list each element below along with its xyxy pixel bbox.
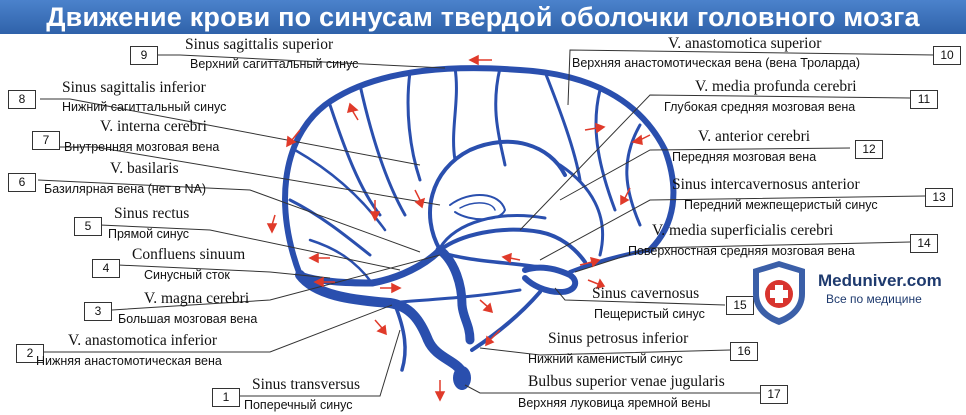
label-russian-2: Нижняя анастомотическая вена — [36, 354, 222, 368]
label-russian-15: Пещеристый синус — [594, 307, 705, 321]
diagram-title: Движение крови по синусам твердой оболоч… — [46, 2, 920, 32]
label-number-7: 7 — [32, 131, 60, 150]
label-russian-16: Нижний каменистый синус — [528, 352, 683, 366]
title-bar — [0, 0, 966, 34]
label-latin-2: V. anastomotica inferior — [68, 332, 218, 349]
label-russian-14: Поверхностная средняя мозговая вена — [628, 244, 855, 258]
label-russian-3: Большая мозговая вена — [118, 312, 258, 326]
label-latin-9: Sinus sagittalis superior — [185, 36, 334, 53]
label-latin-1: Sinus transversus — [252, 376, 361, 393]
label-number-1: 1 — [212, 388, 240, 407]
label-latin-7: V. interna cerebri — [100, 118, 207, 135]
label-russian-12: Передняя мозговая вена — [672, 150, 817, 164]
straight-sinus — [368, 246, 444, 287]
label-number-10: 10 — [933, 46, 961, 65]
cavernous-sinus — [522, 264, 579, 295]
transverse-sinus — [295, 270, 467, 390]
label-russian-5: Прямой синус — [108, 227, 190, 241]
label-number-12: 12 — [855, 140, 883, 159]
label-russian-8: Нижний сагиттальный синус — [62, 100, 227, 114]
label-russian-6: Базилярная вена (нет в NA) — [44, 182, 207, 196]
superficial-middle-vein — [568, 248, 652, 274]
label-latin-15: Sinus cavernosus — [592, 285, 700, 302]
label-number-5: 5 — [74, 217, 102, 236]
meduniver-logo: Meduniver.com Все по медицине — [748, 258, 958, 328]
label-russian-7: Внутренняя мозговая вена — [64, 140, 220, 154]
label-latin-13: Sinus intercavernosus anterior — [672, 176, 860, 193]
label-russian-11: Глубокая средняя мозговая вена — [664, 100, 856, 114]
shield-cross-icon — [753, 261, 805, 325]
label-number-9: 9 — [130, 46, 158, 65]
label-number-3: 3 — [84, 302, 112, 321]
superior-sagittal-sinus — [282, 65, 677, 278]
inferior-anastomotic-vein — [388, 288, 522, 305]
label-russian-13: Передний межпещеристый синус — [684, 198, 878, 212]
inferior-sagittal-sinus — [428, 139, 567, 252]
label-number-17: 17 — [760, 385, 788, 404]
label-latin-11: V. media profunda cerebri — [695, 78, 857, 95]
label-number-13: 13 — [925, 188, 953, 207]
label-number-15: 15 — [726, 296, 754, 315]
label-russian-4: Синусный сток — [144, 268, 230, 282]
label-latin-8: Sinus sagittalis inferior — [62, 79, 206, 96]
label-latin-10: V. anastomotica superior — [668, 35, 822, 52]
label-latin-4: Confluens sinuum — [132, 246, 246, 263]
label-number-14: 14 — [910, 234, 938, 253]
label-number-2: 2 — [16, 344, 44, 363]
label-number-8: 8 — [8, 90, 36, 109]
label-latin-3: V. magna cerebri — [144, 290, 250, 307]
label-russian-9: Верхний сагиттальный синус — [190, 57, 359, 71]
label-number-4: 4 — [92, 259, 120, 278]
label-russian-1: Поперечный синус — [244, 398, 353, 412]
label-number-6: 6 — [8, 173, 36, 192]
jugular-bulb — [453, 366, 471, 390]
label-latin-14: V. media superficialis cerebri — [652, 222, 834, 239]
logo-tagline: Все по медицине — [826, 292, 922, 306]
inferior-petrosal-sinus — [470, 290, 542, 352]
great-cerebral-vein — [435, 245, 475, 345]
anterior-cerebral-vein — [558, 163, 605, 257]
label-russian-10: Верхняя анастомотическая вена (вена Трол… — [572, 56, 861, 70]
label-latin-17: Bulbus superior venae jugularis — [528, 373, 725, 390]
label-latin-16: Sinus petrosus inferior — [548, 330, 689, 347]
label-latin-12: V. anterior cerebri — [698, 128, 811, 145]
label-number-16: 16 — [730, 342, 758, 361]
label-latin-5: Sinus rectus — [114, 205, 190, 222]
label-number-11: 11 — [910, 90, 938, 109]
label-russian-17: Верхняя луковица яремной вены — [518, 396, 711, 410]
logo-name: Meduniver.com — [818, 271, 942, 290]
label-latin-6: V. basilaris — [110, 160, 179, 177]
internal-cerebral-vein — [438, 227, 587, 264]
